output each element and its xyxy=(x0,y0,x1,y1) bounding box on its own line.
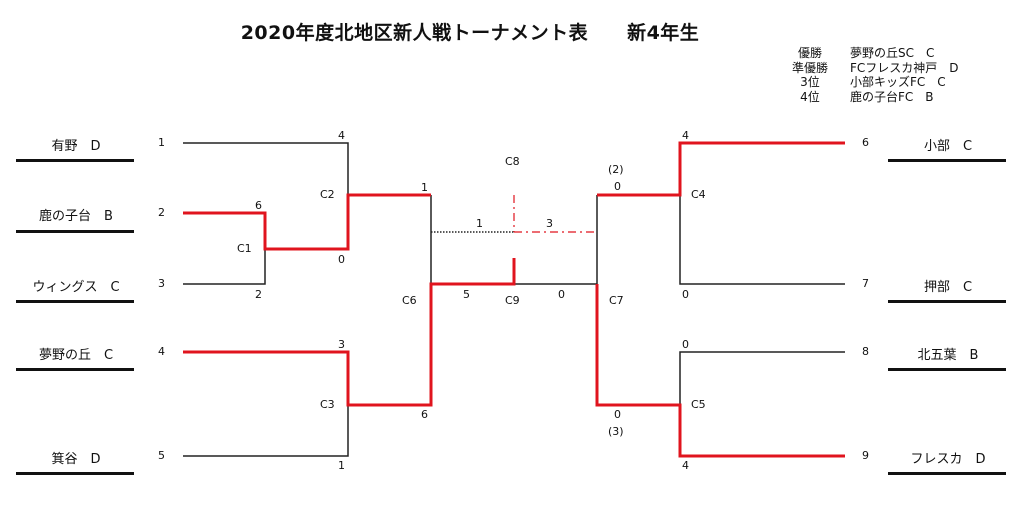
score: 2 xyxy=(255,288,262,301)
team-name: 鹿の子台 B xyxy=(39,209,113,224)
seed-number: 3 xyxy=(158,277,165,290)
score: 0 xyxy=(614,180,621,193)
seed-number: 7 xyxy=(862,277,869,290)
score: 4 xyxy=(338,129,345,142)
score: 1 xyxy=(421,181,428,194)
score: 4 xyxy=(682,459,689,472)
result-rank: 優勝 xyxy=(797,46,822,60)
result-row-1: 優勝 夢野の丘SC C xyxy=(780,46,959,61)
score: 5 xyxy=(463,288,470,301)
seed-number: 5 xyxy=(158,449,165,462)
team-underline xyxy=(888,159,1006,162)
score: 0 xyxy=(682,288,689,301)
seed-number: 9 xyxy=(862,449,869,462)
score: 3 xyxy=(338,338,345,351)
score: 1 xyxy=(476,217,483,230)
team-name: 北五葉 B xyxy=(917,348,979,363)
team-name: 夢野の丘 C xyxy=(38,348,114,363)
result-rank: 3位 xyxy=(800,75,820,89)
team-name: ウィングス C xyxy=(32,280,120,295)
match-label-c9: C9 xyxy=(505,294,520,307)
team-underline xyxy=(16,300,134,303)
match-label-c1: C1 xyxy=(237,242,252,255)
result-rank: 準優勝 xyxy=(791,60,828,75)
team-underline xyxy=(16,368,134,371)
result-team: 夢野の丘SC C xyxy=(850,46,935,60)
result-team: 小部キッズFC C xyxy=(850,75,946,89)
seed-number: 4 xyxy=(158,345,165,358)
team-name: 有野 D xyxy=(51,139,101,154)
match-label-c6: C6 xyxy=(402,294,417,307)
team-underline xyxy=(888,368,1006,371)
score: 3 xyxy=(546,217,553,230)
win-seed9 xyxy=(595,284,845,458)
line-seed1 xyxy=(183,142,349,195)
win-seed2 xyxy=(183,193,431,251)
match-label-c2: C2 xyxy=(320,188,335,201)
result-row-4: 4位 鹿の子台FC B xyxy=(780,90,959,105)
score: 0 xyxy=(682,338,689,351)
match-label-c5: C5 xyxy=(691,398,706,411)
seed-number: 2 xyxy=(158,206,165,219)
win-seed6 xyxy=(597,141,845,197)
pk-score: (3) xyxy=(608,425,624,438)
pk-score: (2) xyxy=(608,163,624,176)
match-label-c3: C3 xyxy=(320,398,335,411)
team-underline xyxy=(16,159,134,162)
team-underline xyxy=(16,230,134,233)
team-underline xyxy=(888,472,1006,475)
score: 6 xyxy=(421,408,428,421)
score: 1 xyxy=(338,459,345,472)
team-name: 箕谷 D xyxy=(51,452,101,467)
team-name: 小部 C xyxy=(923,139,973,154)
match-label-c8: C8 xyxy=(505,155,520,168)
team-name: フレスカ D xyxy=(910,452,986,467)
seed-number: 1 xyxy=(158,136,165,149)
score: 6 xyxy=(255,199,262,212)
line-seed3 xyxy=(183,249,266,285)
line-seed8 xyxy=(679,351,845,405)
win-seed4 xyxy=(183,258,516,407)
score: 4 xyxy=(682,129,689,142)
page-title: 2020年度北地区新人戦トーナメント表 新4年生 xyxy=(240,22,700,44)
final-results: 優勝 夢野の丘SC C 準優勝 FCフレスカ神戸 D 3位 小部キッズFC C 4位 鹿… xyxy=(780,46,959,104)
result-row-3: 3位 小部キッズFC C xyxy=(780,75,959,90)
team-underline xyxy=(888,300,1006,303)
line-seed5 xyxy=(183,405,349,457)
line-seed7 xyxy=(679,195,845,285)
team-underline xyxy=(16,472,134,475)
score: 0 xyxy=(558,288,565,301)
result-row-2: 準優勝 FCフレスカ神戸 D xyxy=(780,61,959,76)
score: 0 xyxy=(614,408,621,421)
seed-number: 8 xyxy=(862,345,869,358)
result-team: FCフレスカ神戸 D xyxy=(850,60,959,75)
seed-number: 6 xyxy=(862,136,869,149)
score: 0 xyxy=(338,253,345,266)
match-label-c7: C7 xyxy=(609,294,624,307)
result-rank: 4位 xyxy=(800,89,820,104)
match-label-c4: C4 xyxy=(691,188,706,201)
result-team: 鹿の子台FC B xyxy=(850,89,934,104)
team-name: 押部 C xyxy=(923,280,973,295)
